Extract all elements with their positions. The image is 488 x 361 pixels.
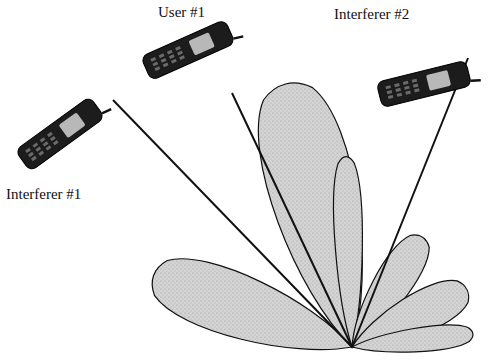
- phone-key: [412, 79, 418, 83]
- phone-key: [179, 55, 185, 60]
- phone-antenna: [233, 35, 243, 41]
- phone-key: [161, 58, 167, 63]
- phone-key: [405, 91, 411, 95]
- signal-ray: [113, 100, 352, 347]
- phone-key: [404, 86, 410, 90]
- phone-antenna: [471, 78, 481, 82]
- phone-key: [413, 84, 419, 88]
- phone-body: [376, 60, 472, 107]
- phone-key: [167, 50, 173, 55]
- phone-key: [159, 53, 165, 58]
- phone-key: [163, 63, 169, 68]
- phone-key: [53, 140, 59, 145]
- phone-key: [387, 90, 393, 94]
- phone-key: [171, 59, 177, 64]
- phone-screen: [426, 70, 451, 91]
- phone-label: Interferer #1: [6, 186, 81, 203]
- phone-key: [47, 132, 53, 137]
- phone-key: [38, 151, 44, 156]
- phone-key: [25, 148, 31, 153]
- phone-key: [385, 85, 391, 89]
- phone-key: [28, 152, 34, 157]
- phone-key: [31, 156, 37, 161]
- phone-key: [169, 54, 175, 59]
- phone-antenna: [102, 108, 111, 115]
- mobile-phone: [376, 58, 481, 108]
- phone-key: [175, 46, 181, 51]
- phone-key: [177, 51, 183, 56]
- phone-key: [394, 83, 400, 87]
- phone-key: [152, 62, 158, 67]
- phone-screen: [188, 32, 215, 56]
- beam-lobe: [258, 83, 362, 347]
- phone-key: [155, 66, 161, 71]
- phone-key: [32, 142, 38, 147]
- phones: [15, 15, 481, 171]
- phone-key: [414, 88, 420, 92]
- phone-label: Interferer #2: [334, 6, 409, 23]
- signal-ray: [232, 93, 352, 347]
- mobile-phone: [15, 91, 113, 172]
- phone-key: [35, 146, 41, 151]
- phone-key: [150, 57, 156, 62]
- phone-key: [50, 136, 56, 141]
- phone-screen: [59, 112, 86, 138]
- phone-key: [46, 145, 52, 150]
- phone-body: [141, 19, 236, 80]
- phone-key: [397, 93, 403, 97]
- phone-key: [388, 95, 394, 99]
- phone-key: [43, 141, 49, 146]
- signal-rays: [113, 58, 468, 347]
- radiation-pattern: [152, 83, 473, 352]
- phone-key: [40, 137, 46, 142]
- phone-label: User #1: [158, 4, 205, 21]
- phone-key: [403, 81, 409, 85]
- phone-key: [395, 88, 401, 92]
- mobile-phone: [141, 15, 245, 80]
- beam-lobe: [352, 325, 473, 352]
- phone-body: [15, 96, 105, 171]
